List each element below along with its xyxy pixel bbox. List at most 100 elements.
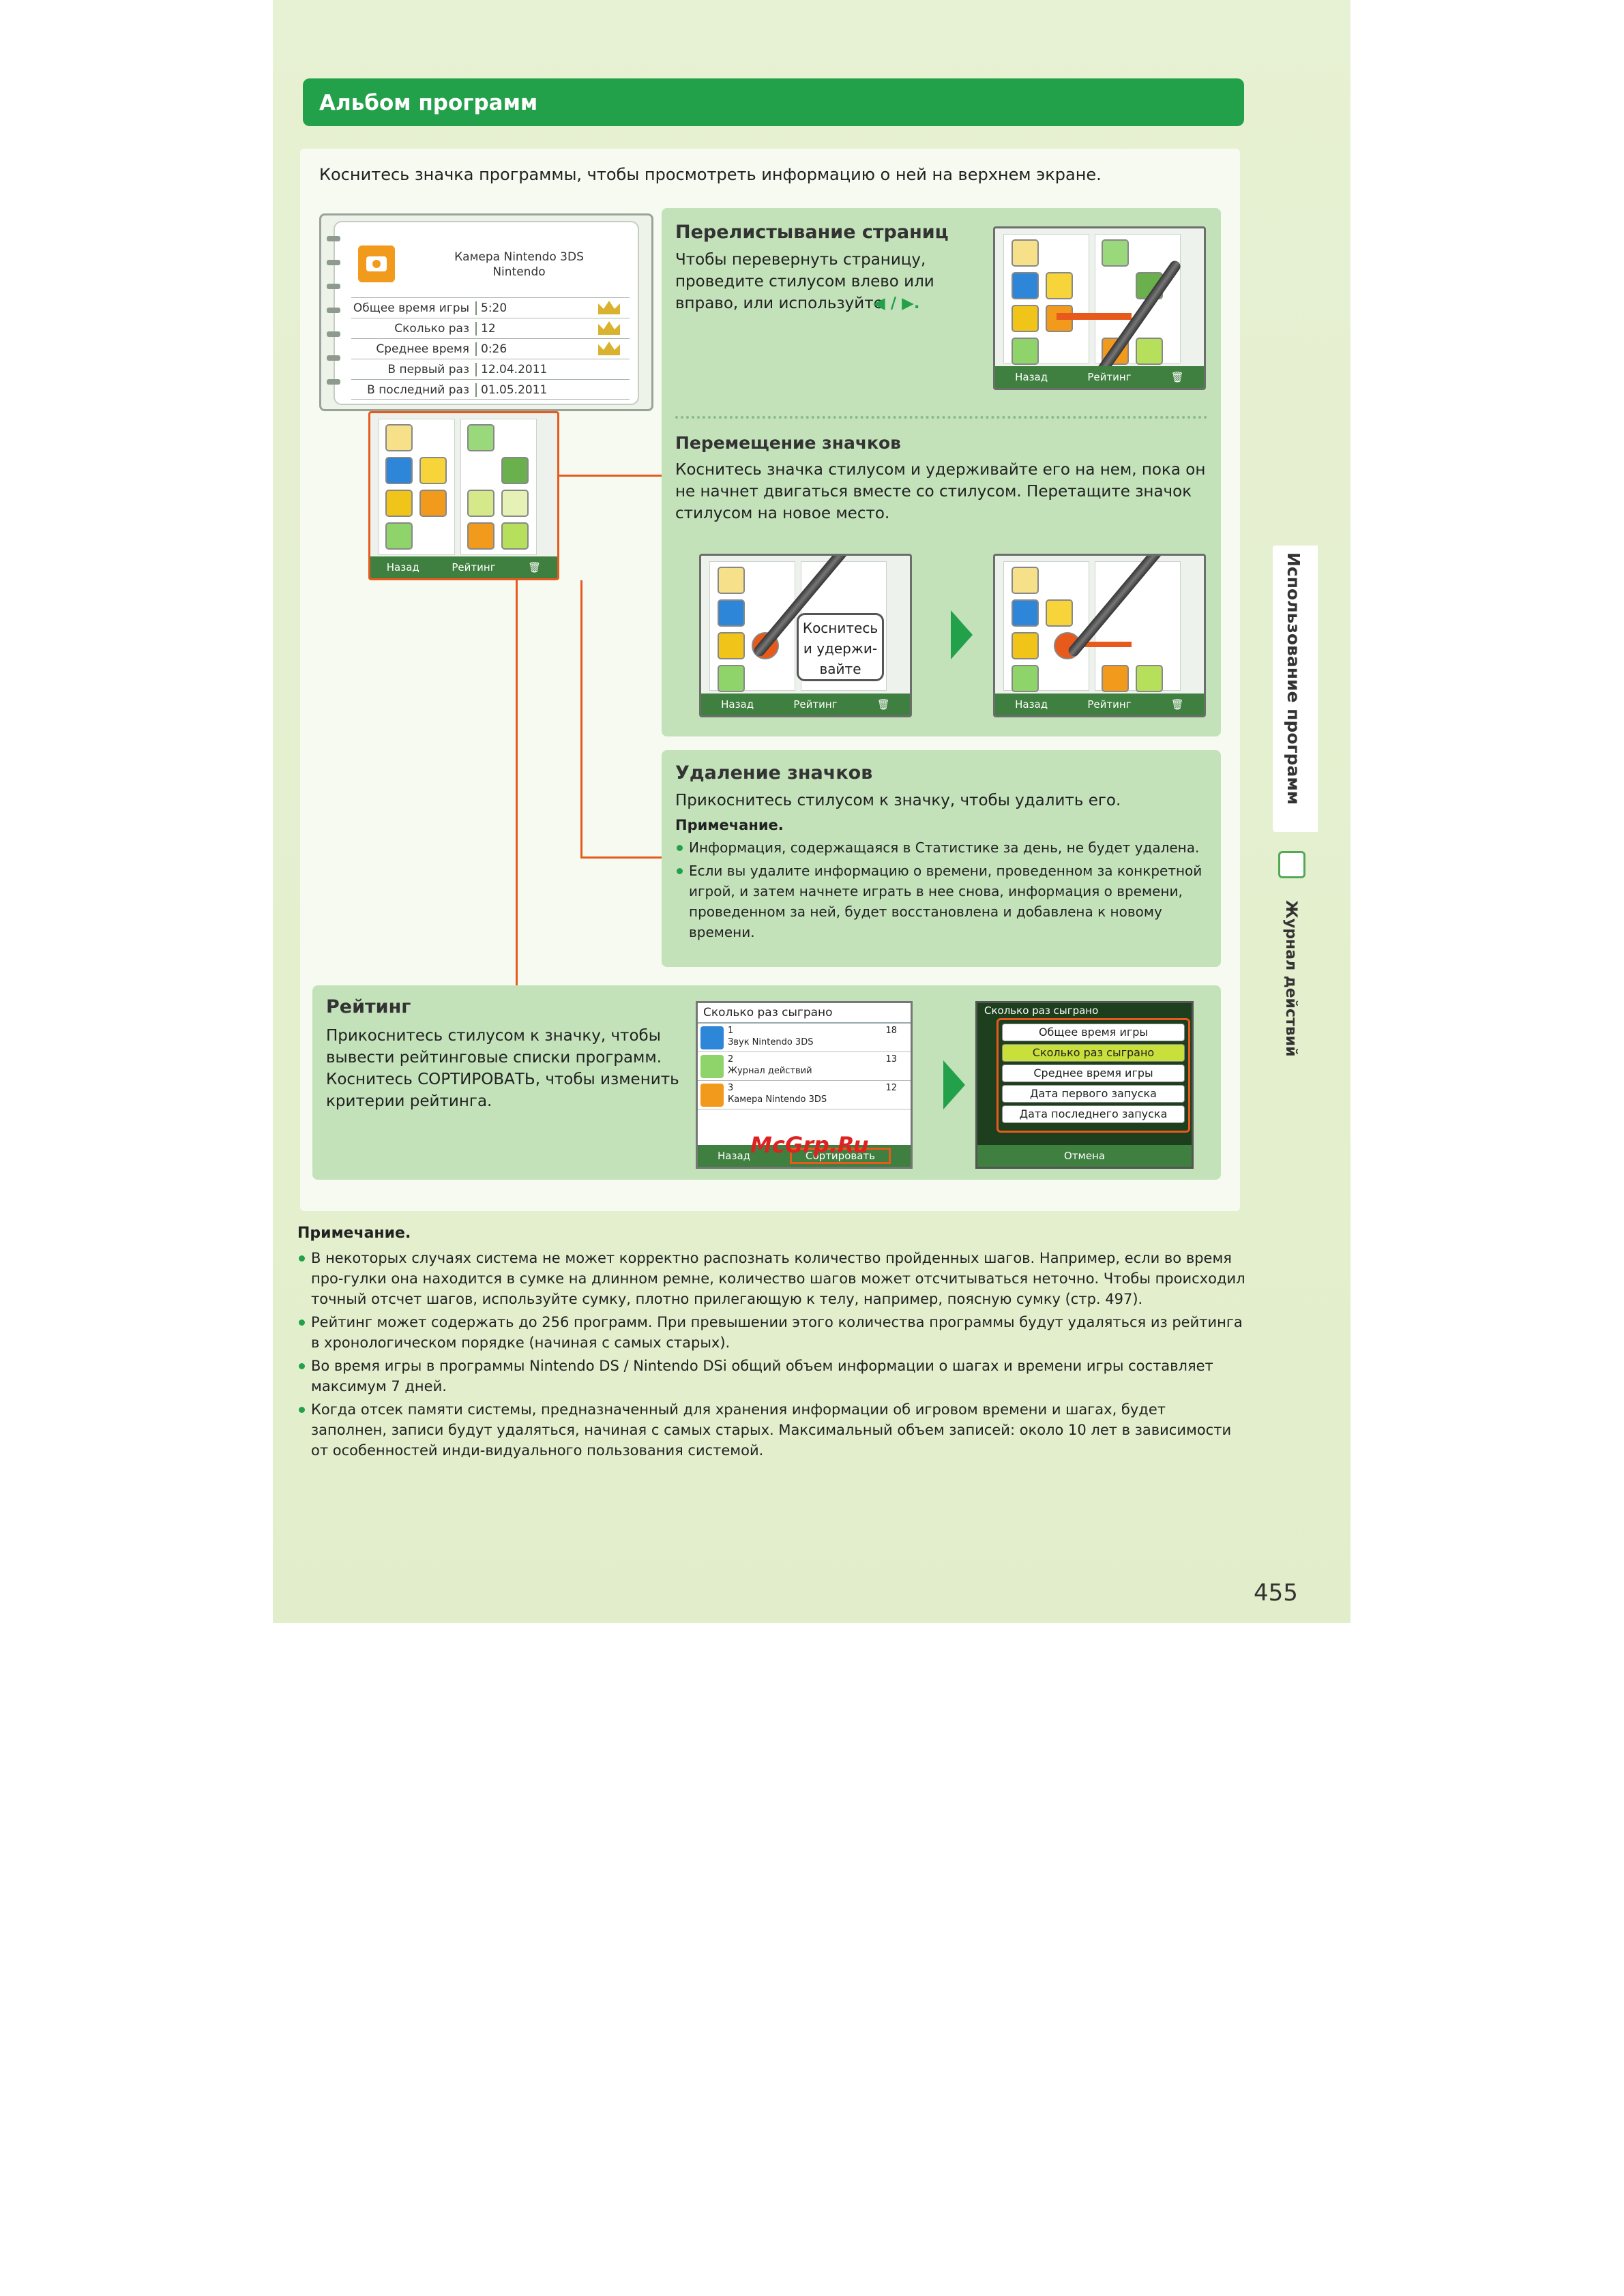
ar-games-icon <box>1136 665 1163 692</box>
back-button[interactable]: Назад <box>718 1150 751 1162</box>
question-icon[interactable] <box>385 490 413 517</box>
delete-icons-callout: Удаление значков Прикоснитесь стилусом к… <box>662 750 1221 967</box>
rating-button: Рейтинг <box>1087 371 1132 383</box>
rank-name: Звук Nintendo 3DS <box>728 1037 814 1047</box>
rating-button[interactable]: Рейтинг <box>452 561 496 573</box>
binder-ring <box>327 308 340 313</box>
music-icon <box>700 1026 724 1049</box>
delete-icons-text: Прикоснитесь стилусом к значку, чтобы уд… <box>675 792 1121 809</box>
bubble-line: Коснитесь <box>802 620 879 636</box>
music-icon[interactable] <box>385 457 413 484</box>
rank-count: 13 <box>885 1054 897 1064</box>
warning-icon[interactable] <box>419 457 447 484</box>
rating-line: Прикоснитесь стилусом к значку, чтобы <box>326 1027 661 1045</box>
question-icon <box>1012 632 1039 659</box>
next-step-arrow <box>943 1060 965 1109</box>
binder-ring <box>327 236 340 241</box>
trash-icon[interactable]: 🗑 <box>528 561 542 573</box>
stat-value: 12.04.2011 <box>475 363 547 376</box>
bubble-line: вайте <box>819 661 861 677</box>
page-number: 455 <box>1254 1579 1298 1607</box>
question-icon <box>1012 305 1039 332</box>
rank-name: Камера Nintendo 3DS <box>728 1094 827 1105</box>
sort-option[interactable]: Общее время игры <box>1002 1024 1185 1041</box>
note-item: В некоторых случаях система не может кор… <box>297 1248 1245 1309</box>
page-flip-arrows: ◀ / ▶. <box>873 295 920 312</box>
program-publisher: Nintendo <box>492 265 546 279</box>
section-header: Альбом программ <box>303 78 1244 126</box>
note-item: Когда отсек памяти системы, предназначен… <box>297 1399 1245 1461</box>
back-button[interactable]: Назад <box>386 561 419 573</box>
sort-menu-screen: Сколько раз сыграно Общее время игры Ско… <box>975 1001 1194 1169</box>
mii-maker-icon[interactable] <box>385 424 413 451</box>
activity-log-icon[interactable] <box>385 522 413 550</box>
binder-ring <box>327 260 340 265</box>
stat-value: 5:20 <box>475 301 507 315</box>
message-icon[interactable] <box>467 424 494 451</box>
move-screen-after: Назад Рейтинг 🗑 <box>993 554 1206 717</box>
activity-log-icon <box>718 665 745 692</box>
sort-option[interactable]: Среднее время игры <box>1002 1064 1185 1082</box>
camera-app-icon[interactable] <box>419 490 447 517</box>
stat-label: Сколько раз <box>394 322 469 336</box>
cancel-button[interactable]: Отмена <box>977 1145 1192 1167</box>
rank-number: 2 <box>728 1054 734 1064</box>
section-side-tab <box>1273 546 1318 832</box>
delete-icons-title: Удаление значков <box>675 762 873 784</box>
trash-icon: 🗑 <box>1170 698 1184 711</box>
pencil-icon[interactable] <box>467 490 494 517</box>
settings-wrench-icon[interactable] <box>501 457 529 484</box>
sort-button[interactable]: Сортировать <box>790 1148 891 1164</box>
program-name: Камера Nintendo 3DS <box>454 250 584 264</box>
ar-games-icon[interactable] <box>501 522 529 550</box>
page-flip-line: Чтобы перевернуть страницу, <box>675 251 926 269</box>
album-touch-screen: Назад Рейтинг 🗑 <box>368 411 559 580</box>
rating-line: вывести рейтинговые списки программ. <box>326 1049 662 1067</box>
note-item: Во время игры в программы Nintendo DS / … <box>297 1356 1245 1397</box>
connector-line <box>580 580 582 858</box>
delete-note-item: Информация, содержащаяся в Статистике за… <box>675 837 1207 858</box>
rating-title: Рейтинг <box>326 996 411 1017</box>
back-button: Назад <box>1015 698 1048 711</box>
sort-option[interactable]: Дата первого запуска <box>1002 1085 1185 1103</box>
rank-count: 18 <box>885 1026 897 1036</box>
delete-note-item: Если вы удалите информацию о времени, пр… <box>675 861 1207 942</box>
binder-ring <box>327 355 340 361</box>
crown-icon <box>598 342 620 355</box>
mii-maker-icon <box>718 567 745 594</box>
binder-ring <box>327 284 340 289</box>
sort-option[interactable]: Дата последнего запуска <box>1002 1105 1185 1123</box>
manual-page: загружаемая игра Альбом программ Косните… <box>273 0 1350 1623</box>
delete-note-title: Примечание. <box>675 817 784 833</box>
subsection-side-label: Журнал действий <box>1282 900 1299 1057</box>
binder-ring <box>327 379 340 385</box>
sort-options-frame <box>996 1018 1190 1133</box>
face-raiders-icon[interactable] <box>467 522 494 550</box>
info-notebook: Камера Nintendo 3DS Nintendo Общее время… <box>327 221 639 405</box>
rating-button: Рейтинг <box>1087 698 1132 711</box>
stat-row: Общее время игры 5:20 <box>351 297 630 318</box>
bubble-line: и удержи- <box>803 640 878 657</box>
music-icon <box>1012 599 1039 627</box>
mii-icon[interactable] <box>501 490 529 517</box>
screen-bottom-bar: Назад Рейтинг 🗑 <box>370 556 557 578</box>
activity-log-icon <box>1278 851 1305 878</box>
mii-maker-icon <box>1012 567 1039 594</box>
question-icon <box>718 632 745 659</box>
stat-label: Общее время игры <box>353 301 469 315</box>
rank-number: 1 <box>728 1026 734 1036</box>
touch-hold-bubble: Коснитесь и удержи- вайте <box>797 613 884 681</box>
stat-value: 0:26 <box>475 342 507 356</box>
sort-option-selected[interactable]: Сколько раз сыграно <box>1002 1044 1185 1062</box>
connector-line <box>516 580 518 995</box>
dotted-divider <box>675 416 1207 419</box>
trash-icon: 🗑 <box>1170 371 1184 383</box>
trash-icon: 🗑 <box>876 698 890 711</box>
